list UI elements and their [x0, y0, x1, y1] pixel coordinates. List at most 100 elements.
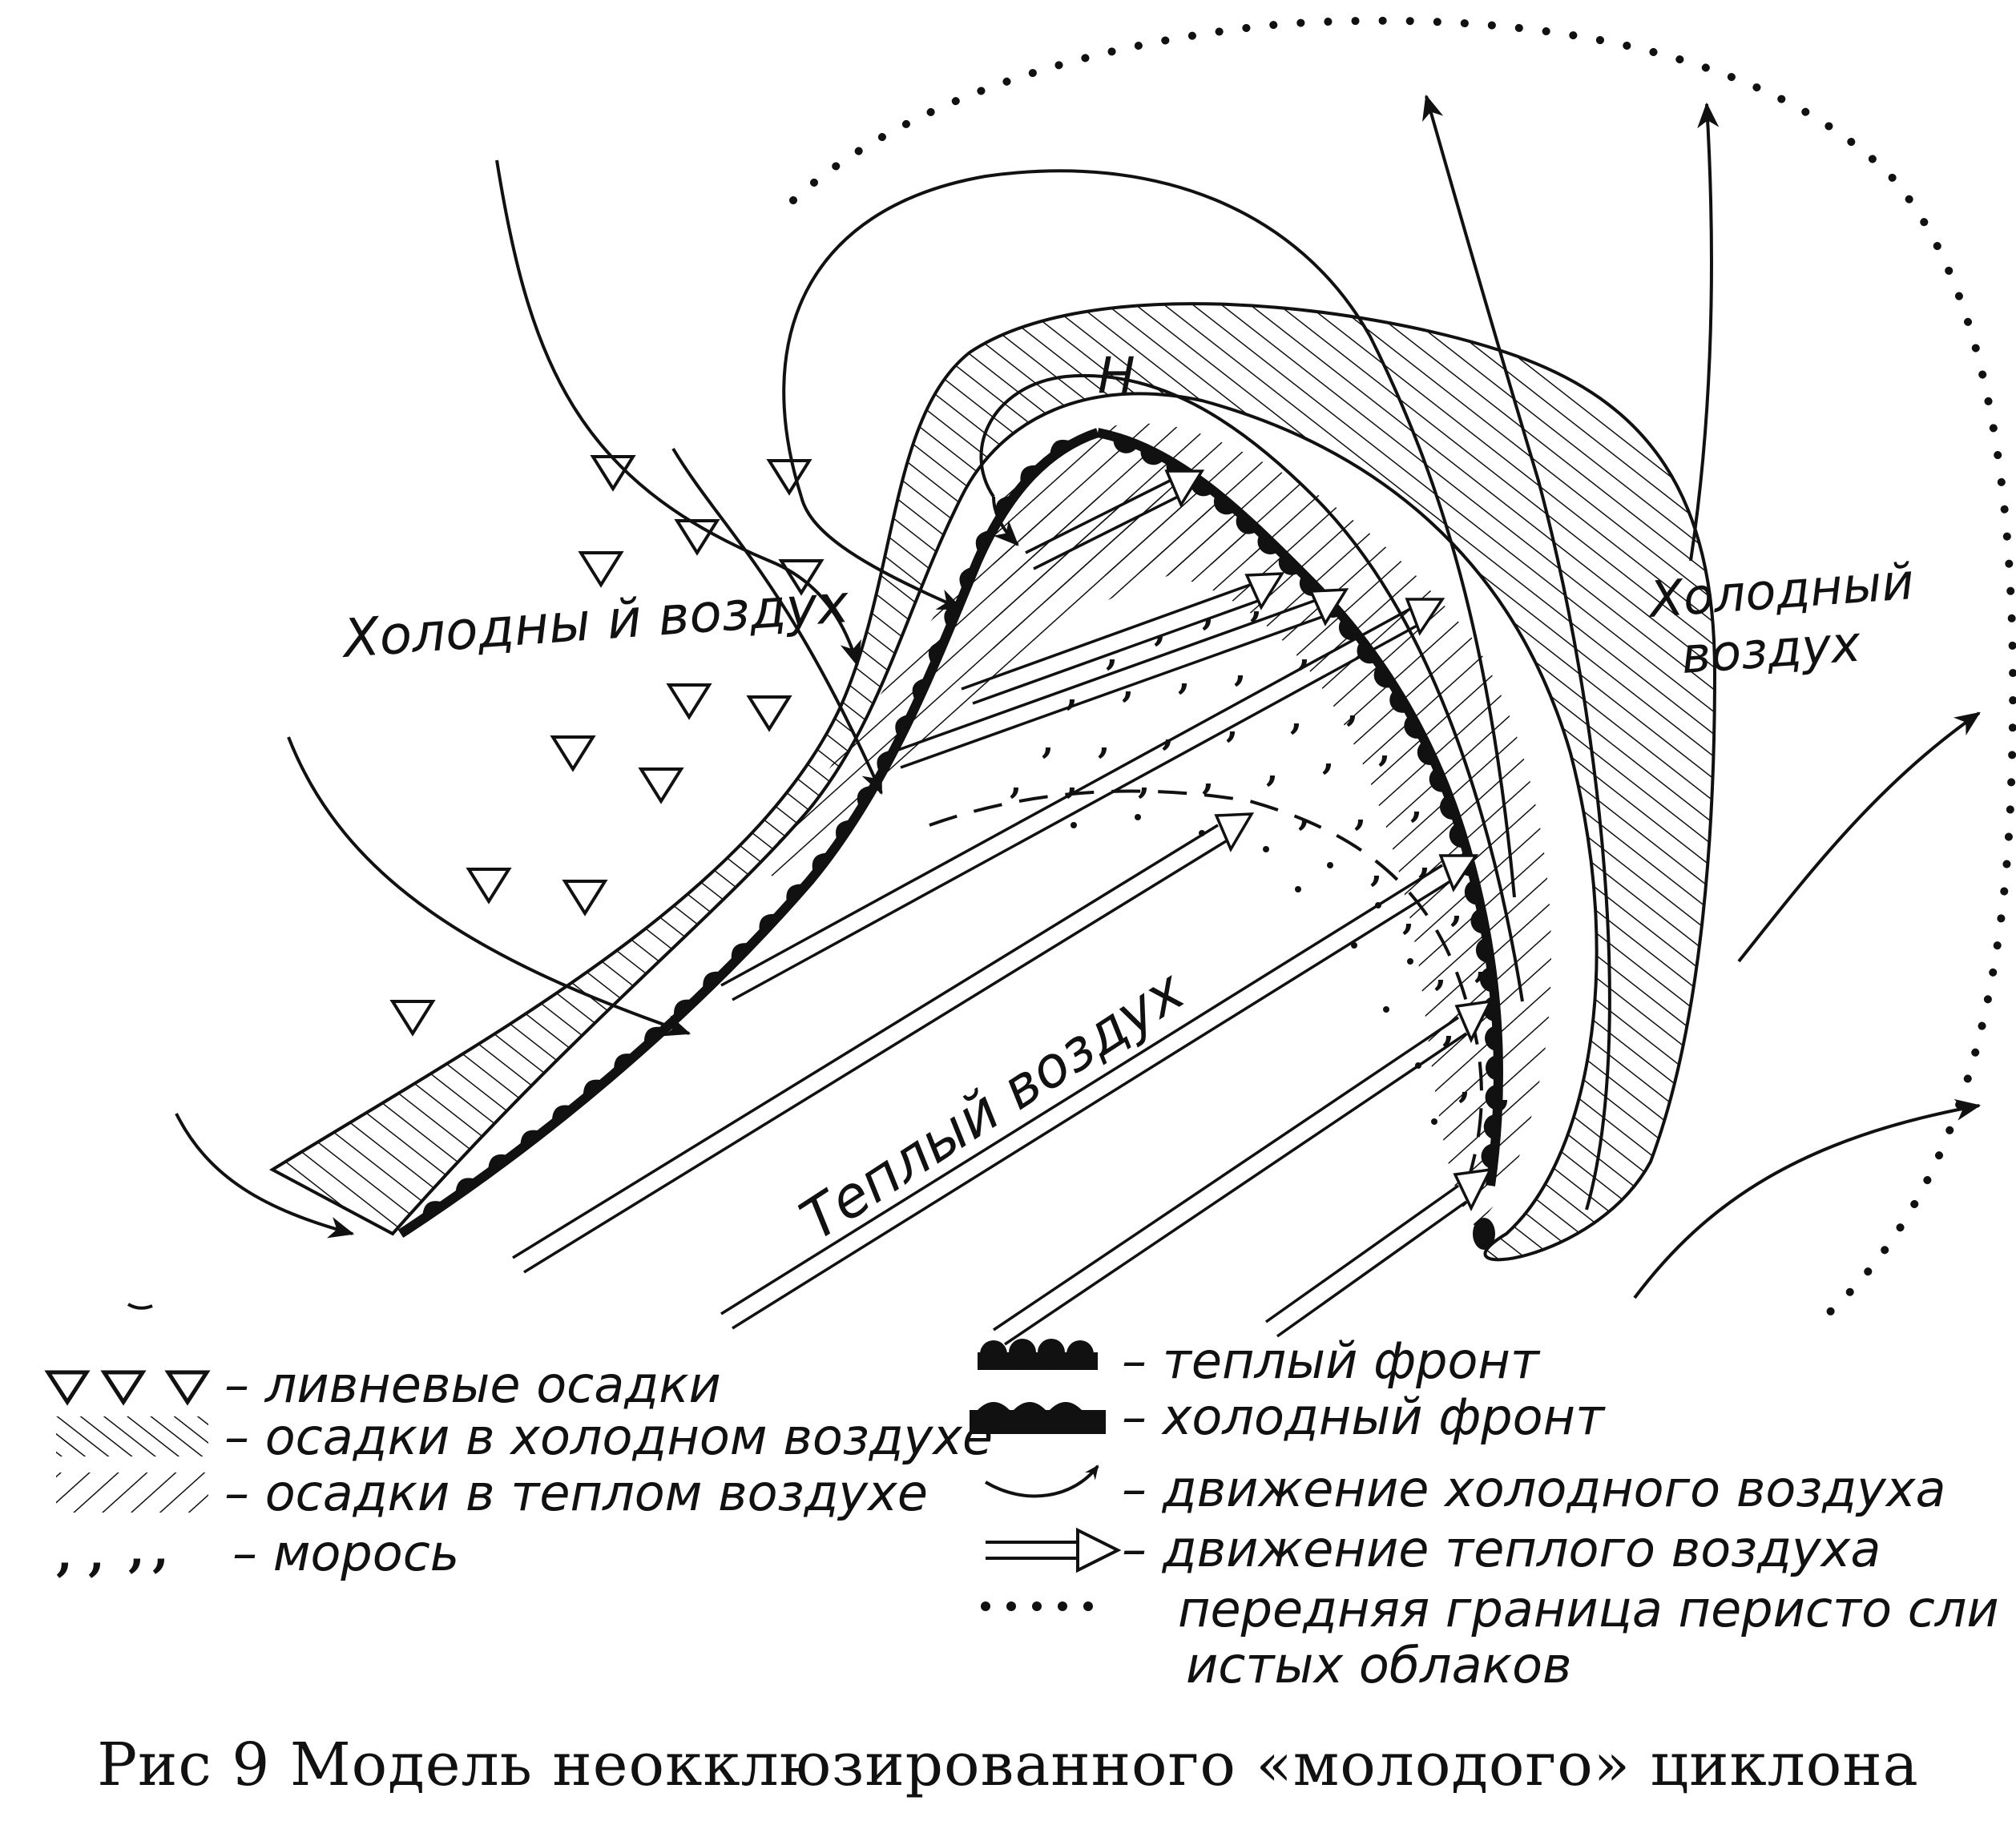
svg-text:,: , [1418, 841, 1430, 882]
legend-warm-precip-label: – осадки в теплом воздухе [224, 1464, 928, 1522]
warm-front-bump [1481, 1143, 1496, 1170]
warm-front-bump [1278, 553, 1301, 575]
warm-front-bump [1373, 664, 1394, 688]
svg-text:,: , [152, 1522, 169, 1578]
cold-front-barb [944, 602, 961, 630]
svg-text:,: , [1234, 649, 1246, 690]
figure-caption: Рис 9 Модель неокклюзированного «молодог… [97, 1730, 1919, 1799]
warm-front-bump [1464, 879, 1481, 905]
legend-cold-motion-label: – движение холодного воздуха [1122, 1460, 1946, 1518]
svg-text:,: , [1066, 673, 1078, 714]
warm-front-bump [1389, 688, 1409, 713]
warm-front-bump [1404, 714, 1423, 739]
legend-cirrus-symbol [981, 1601, 1093, 1611]
svg-text:,: , [1290, 697, 1302, 738]
cold-air-arrows [175, 94, 1982, 1299]
svg-text:,: , [56, 1526, 73, 1582]
cold-front-barbs [421, 439, 1075, 1220]
cold-front-barb [583, 1079, 606, 1100]
warm-front-bump [1429, 767, 1447, 792]
warm-front-bump [1483, 1114, 1498, 1140]
low-center-label: Н [1098, 346, 1135, 405]
cold-front-barb [552, 1105, 575, 1126]
cold-front-barb [759, 913, 780, 936]
legend-drizzle-symbol: ,,,, [56, 1522, 169, 1582]
warm-front-bump [1417, 740, 1436, 765]
warm-front-bump [1479, 966, 1494, 993]
warm-front-bump [1475, 937, 1491, 963]
cold-front-barb [703, 971, 724, 993]
legend-warm-front-symbol [978, 1339, 1098, 1370]
svg-text:,: , [1322, 737, 1334, 778]
legend-warm-front-label: – теплый фронт [1122, 1331, 1541, 1390]
cold-front-barb [614, 1053, 636, 1074]
svg-text:,: , [128, 1522, 145, 1578]
cold-front-barb [1020, 465, 1042, 487]
svg-text:,: , [88, 1526, 105, 1582]
cold-front-barb [975, 530, 993, 556]
warm-front-bump [1449, 822, 1466, 848]
svg-text:,: , [1138, 761, 1150, 802]
cold-front-barb [959, 566, 976, 593]
svg-text:,: , [1410, 785, 1422, 826]
svg-text:,: , [1202, 593, 1214, 634]
svg-text:,: , [1010, 761, 1022, 802]
cold-air-precip-band [268, 302, 1717, 1262]
svg-text:,: , [1354, 793, 1366, 834]
svg-text:,: , [1442, 1009, 1454, 1050]
legend-cirrus-label-line2: истых облаков [1186, 1636, 1572, 1694]
legend-showers-symbol [44, 1370, 211, 1406]
legend-cold-precip-label: – осадки в холодном воздухе [224, 1408, 993, 1466]
cold-air-right-label-line2: воздух [1679, 614, 1864, 685]
cirrus-boundary [789, 16, 2016, 1326]
legend-drizzle-label: – морось [232, 1524, 459, 1582]
svg-text:,: , [1450, 889, 1462, 930]
cold-front-barb [1050, 439, 1075, 458]
cold-front-barb [455, 1178, 479, 1197]
cold-front-barb [836, 820, 855, 844]
legend-warm-motion-label: – движение теплого воздуха [1122, 1520, 1881, 1578]
legend-cold-motion-symbol [984, 1464, 1099, 1498]
warm-front-bump [1140, 446, 1165, 465]
front-end-blob [1473, 1218, 1495, 1250]
legend-cold-front-label: – холодный фронт [1122, 1388, 1606, 1446]
legend-left: – ливневые осадки – осадки в холодном во… [44, 1356, 993, 1582]
warm-front-bump [1213, 493, 1237, 515]
warm-front-bump [1485, 1084, 1499, 1110]
svg-text:,: , [1098, 721, 1110, 762]
cold-front-barb [643, 1026, 667, 1048]
cold-front-barb [488, 1154, 512, 1174]
svg-text:,: , [1162, 713, 1174, 754]
legend-right: – теплый фронт – холодный фронт – движен… [970, 1331, 1999, 1694]
warm-front-bump [1485, 1025, 1498, 1051]
warm-air-inner-hatch [761, 494, 1290, 889]
svg-text:,: , [1266, 749, 1278, 790]
warm-front-bump [1440, 795, 1458, 820]
legend-showers-label: – ливневые осадки [224, 1356, 721, 1414]
svg-text:,: , [1402, 897, 1414, 938]
svg-text:,: , [1178, 657, 1190, 698]
warm-front-bump [1485, 1054, 1499, 1081]
cold-air-left-label: Холодны й воздух [339, 573, 852, 670]
svg-text:,: , [1042, 721, 1054, 762]
cold-front-barb [812, 852, 832, 876]
legend-warm-motion-symbol [986, 1527, 1122, 1573]
legend-cold-precip-symbol [56, 1416, 208, 1456]
svg-text:,: , [1346, 689, 1358, 730]
legend-cirrus-label-line1: передняя граница перисто сли [1178, 1580, 1999, 1638]
warm-front-bump [1236, 512, 1259, 534]
warm-air-precip-region [994, 423, 1551, 1226]
cold-front-barb [731, 943, 752, 965]
svg-text:,: , [1202, 757, 1214, 798]
warm-air-label: Теплый воздух [789, 957, 1196, 1254]
legend-cold-front-symbol [970, 1402, 1106, 1434]
cold-front-barb [786, 884, 807, 906]
cold-front-barb [421, 1201, 446, 1220]
svg-text:,: , [1434, 953, 1446, 994]
cold-front-barb [520, 1130, 543, 1150]
cold-front-barb [995, 495, 1014, 520]
stray-mark [127, 1303, 153, 1310]
warm-air-arrows [512, 479, 1468, 1346]
warm-front-bump [1470, 908, 1486, 934]
